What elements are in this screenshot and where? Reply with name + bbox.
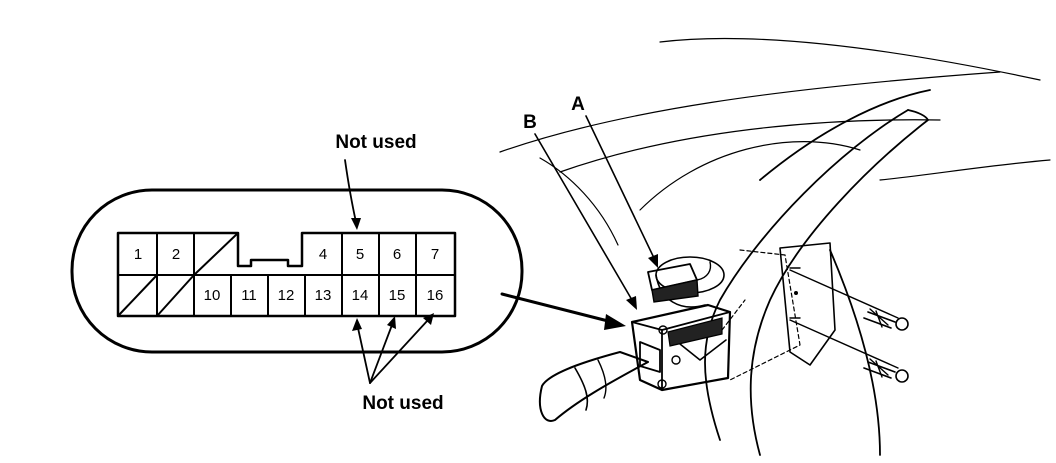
combination-switch-b	[538, 303, 732, 422]
pin-7: 7	[431, 246, 439, 263]
arrowhead-callout-a	[648, 254, 658, 268]
arrowhead-connector-to-switch	[604, 314, 626, 330]
mounting-bracket	[721, 242, 836, 381]
screw-lower	[789, 319, 909, 383]
pin-12: 12	[278, 287, 295, 304]
label-not-used-top: Not used	[335, 132, 416, 153]
callout-b: B	[523, 112, 537, 133]
connector-housing	[70, 188, 524, 354]
label-not-used-bottom: Not used	[362, 393, 443, 414]
leader-callout-a	[585, 115, 655, 259]
empty-cavity-3	[193, 232, 239, 276]
screw-upper	[789, 269, 909, 331]
empty-cavity-9	[156, 274, 195, 317]
empty-cavity-8	[117, 274, 158, 317]
pin-15: 15	[389, 287, 406, 304]
connector-a	[647, 261, 712, 303]
callout-a: A	[571, 94, 585, 115]
pin-11: 11	[241, 287, 257, 304]
pin-14: 14	[352, 287, 369, 304]
arrows-not-used-bottom	[352, 313, 434, 384]
connector-face-view: 1 2 4 5 6 7 10 11 12 13 14 15 16	[70, 188, 524, 354]
pin-13: 13	[315, 287, 332, 304]
connector-pin-block	[116, 231, 457, 318]
pin-1: 1	[134, 246, 142, 263]
arrowhead-callout-b	[626, 296, 637, 310]
pin-2: 2	[172, 246, 180, 263]
pin-16: 16	[427, 287, 444, 304]
pin-5: 5	[356, 246, 364, 263]
steering-wheel	[704, 89, 931, 456]
arrow-connector-to-switch	[500, 292, 614, 324]
leader-callout-b	[534, 133, 633, 301]
pin-6: 6	[393, 246, 401, 263]
pin-10: 10	[204, 287, 221, 304]
pin-4: 4	[319, 246, 327, 263]
arrowhead-not-used-top	[351, 218, 361, 230]
arrow-not-used-top	[344, 159, 357, 223]
